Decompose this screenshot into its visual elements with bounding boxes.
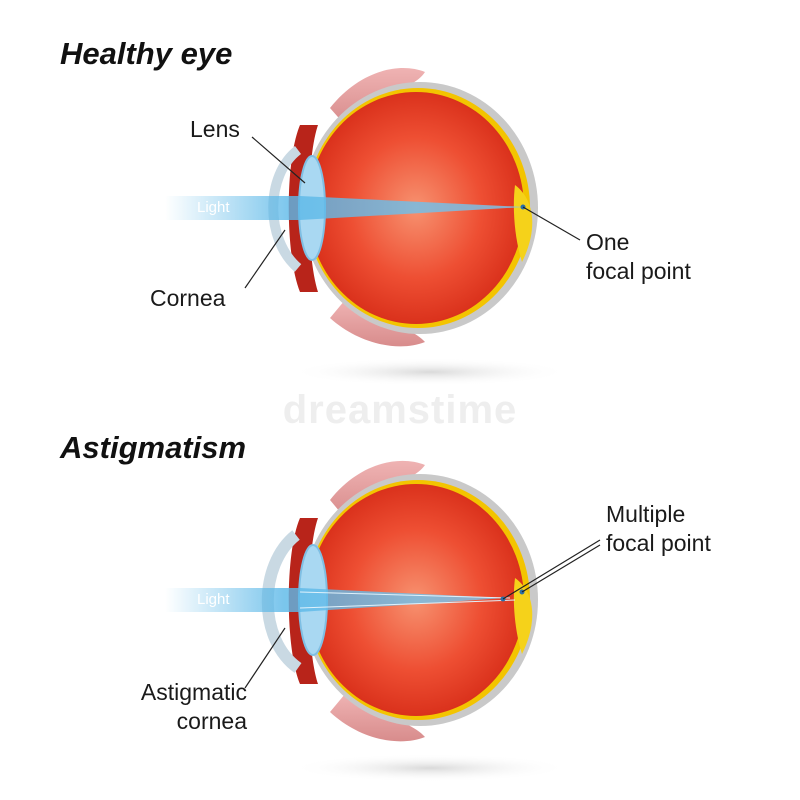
- astigmatic-cornea-line2: cornea: [176, 708, 247, 734]
- healthy-retina-macula: [513, 185, 533, 262]
- astigmatic-light-beam: [165, 588, 505, 612]
- healthy-lens-leader: [251, 136, 306, 184]
- astigmatic-light-label: Light: [197, 591, 230, 608]
- astigmatism-title: Astigmatism: [60, 430, 247, 465]
- one-focal-point-line2: focal point: [586, 258, 691, 284]
- astigmatic-lower-muscle: [330, 694, 425, 742]
- multiple-focal-point-label: Multiple focal point: [606, 500, 711, 558]
- one-focal-point-line1: One: [586, 229, 630, 255]
- astigmatic-eye-shadow: [290, 754, 570, 782]
- lens-label: Lens: [190, 116, 240, 142]
- astigmatic-cornea-leader: [244, 627, 286, 689]
- astigmatic-retina-macula: [513, 578, 533, 654]
- watermark: dreamstime: [282, 388, 518, 432]
- astigmatic-ray-1: [299, 591, 511, 599]
- astigmatic-eye-illustration: [165, 460, 601, 782]
- one-focal-point-label: One focal point: [586, 228, 691, 286]
- cornea-label: Cornea: [150, 285, 226, 311]
- astigmatic-cornea-label: Astigmatic cornea: [100, 678, 247, 736]
- healthy-eye-illustration: [165, 68, 581, 386]
- astigmatic-focal-leader-2: [521, 544, 601, 593]
- astigmatic-focal-leader-1: [502, 539, 601, 600]
- healthy-focal-leader: [522, 206, 581, 241]
- astigmatic-ray-2: [299, 599, 516, 609]
- healthy-eye-title: Healthy eye: [60, 36, 233, 71]
- healthy-light-beam: [165, 196, 525, 220]
- healthy-cornea-leader: [244, 229, 286, 289]
- healthy-light-label: Light: [197, 199, 230, 216]
- astigmatic-cornea-line1: Astigmatic: [140, 679, 247, 705]
- healthy-eye-shadow: [290, 358, 570, 386]
- multiple-focal-point-line1: Multiple: [606, 501, 686, 527]
- multiple-focal-point-line2: focal point: [606, 530, 711, 556]
